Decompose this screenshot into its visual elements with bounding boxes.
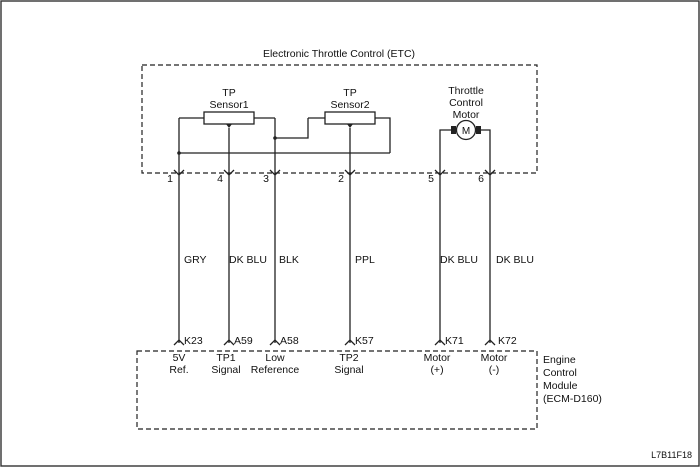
tp2-sensor: [273, 111, 391, 168]
ecm-terminal-label-line2: Ref.: [169, 364, 188, 376]
ecm-label-line4: (ECM-D160): [543, 393, 602, 405]
ecm-terminal-label-line2: Reference: [251, 364, 300, 376]
ecm-pin: K57: [355, 335, 374, 347]
circuit-5: 5 DK BLU K71 Motor (+): [424, 168, 478, 376]
ecm-terminal-label-line1: 5V: [173, 352, 186, 364]
ecm-label-line3: Module: [543, 380, 578, 392]
wire-color: DK BLU: [440, 254, 478, 266]
circuit-4: 4 DK BLU A59 TP1 Signal: [211, 168, 267, 376]
motor-label-line2: Control: [449, 97, 483, 109]
ecm-pin: K23: [184, 335, 203, 347]
motor-symbol: M: [462, 126, 470, 137]
throttle-motor: Throttle Control Motor M: [439, 85, 491, 168]
etc-box: [141, 64, 538, 174]
ecm-terminal-label-line2: Signal: [334, 364, 363, 376]
ecm-pin: K72: [498, 335, 517, 347]
ecm-pin: K71: [445, 335, 464, 347]
circuit-1: 1 GRY K23 5V Ref.: [167, 168, 207, 376]
tp1-label-line2: Sensor1: [209, 99, 248, 111]
motor-icon: [455, 119, 477, 141]
ecm-pin: A59: [234, 335, 253, 347]
motor-label-line1: Throttle: [448, 85, 484, 97]
etc-pin: 1: [167, 173, 173, 185]
motor-label-line3: Motor: [453, 109, 480, 121]
etc-pin: 4: [217, 173, 223, 185]
ecm-terminal-label-line2: Signal: [211, 364, 240, 376]
ecm-terminal-label-line1: Motor: [424, 352, 451, 364]
wire-color: PPL: [355, 254, 375, 266]
wire-color: GRY: [184, 254, 207, 266]
etc-pin: 3: [263, 173, 269, 185]
ecm-terminal-label-line1: Low: [265, 352, 285, 364]
ecm-label-line1: Engine: [543, 354, 576, 366]
wire-color: DK BLU: [229, 254, 267, 266]
tp2-label-line2: Sensor2: [330, 99, 369, 111]
figure-id: L7B11F18: [651, 450, 692, 460]
circuit-6: 6 DK BLU K72 Motor (-): [478, 168, 534, 376]
tp2-label-line1: TP: [343, 87, 356, 99]
circuit-3: 3 BLK A58 Low Reference: [251, 168, 300, 376]
wire-color: BLK: [279, 254, 299, 266]
ecm-terminal-label-line2: (-): [489, 364, 500, 376]
ecm-label-line2: Control: [543, 367, 577, 379]
tp1-sensor: [178, 111, 276, 168]
ecm-terminal-label-line1: TP2: [339, 352, 358, 364]
ecm-terminal-label-line2: (+): [430, 364, 443, 376]
etc-pin: 5: [428, 173, 434, 185]
etc-title: Electronic Throttle Control (ETC): [263, 48, 415, 60]
ecm-terminal-label-line1: Motor: [481, 352, 508, 364]
etc-pin: 2: [338, 173, 344, 185]
ecm-terminal-label-line1: TP1: [216, 352, 235, 364]
ecm-box: [136, 350, 538, 430]
wire-color: DK BLU: [496, 254, 534, 266]
ecm-pin: A58: [280, 335, 299, 347]
circuit-2: 2 PPL K57 TP2 Signal: [334, 168, 375, 376]
etc-pin: 6: [478, 173, 484, 185]
tp1-label-line1: TP: [222, 87, 235, 99]
